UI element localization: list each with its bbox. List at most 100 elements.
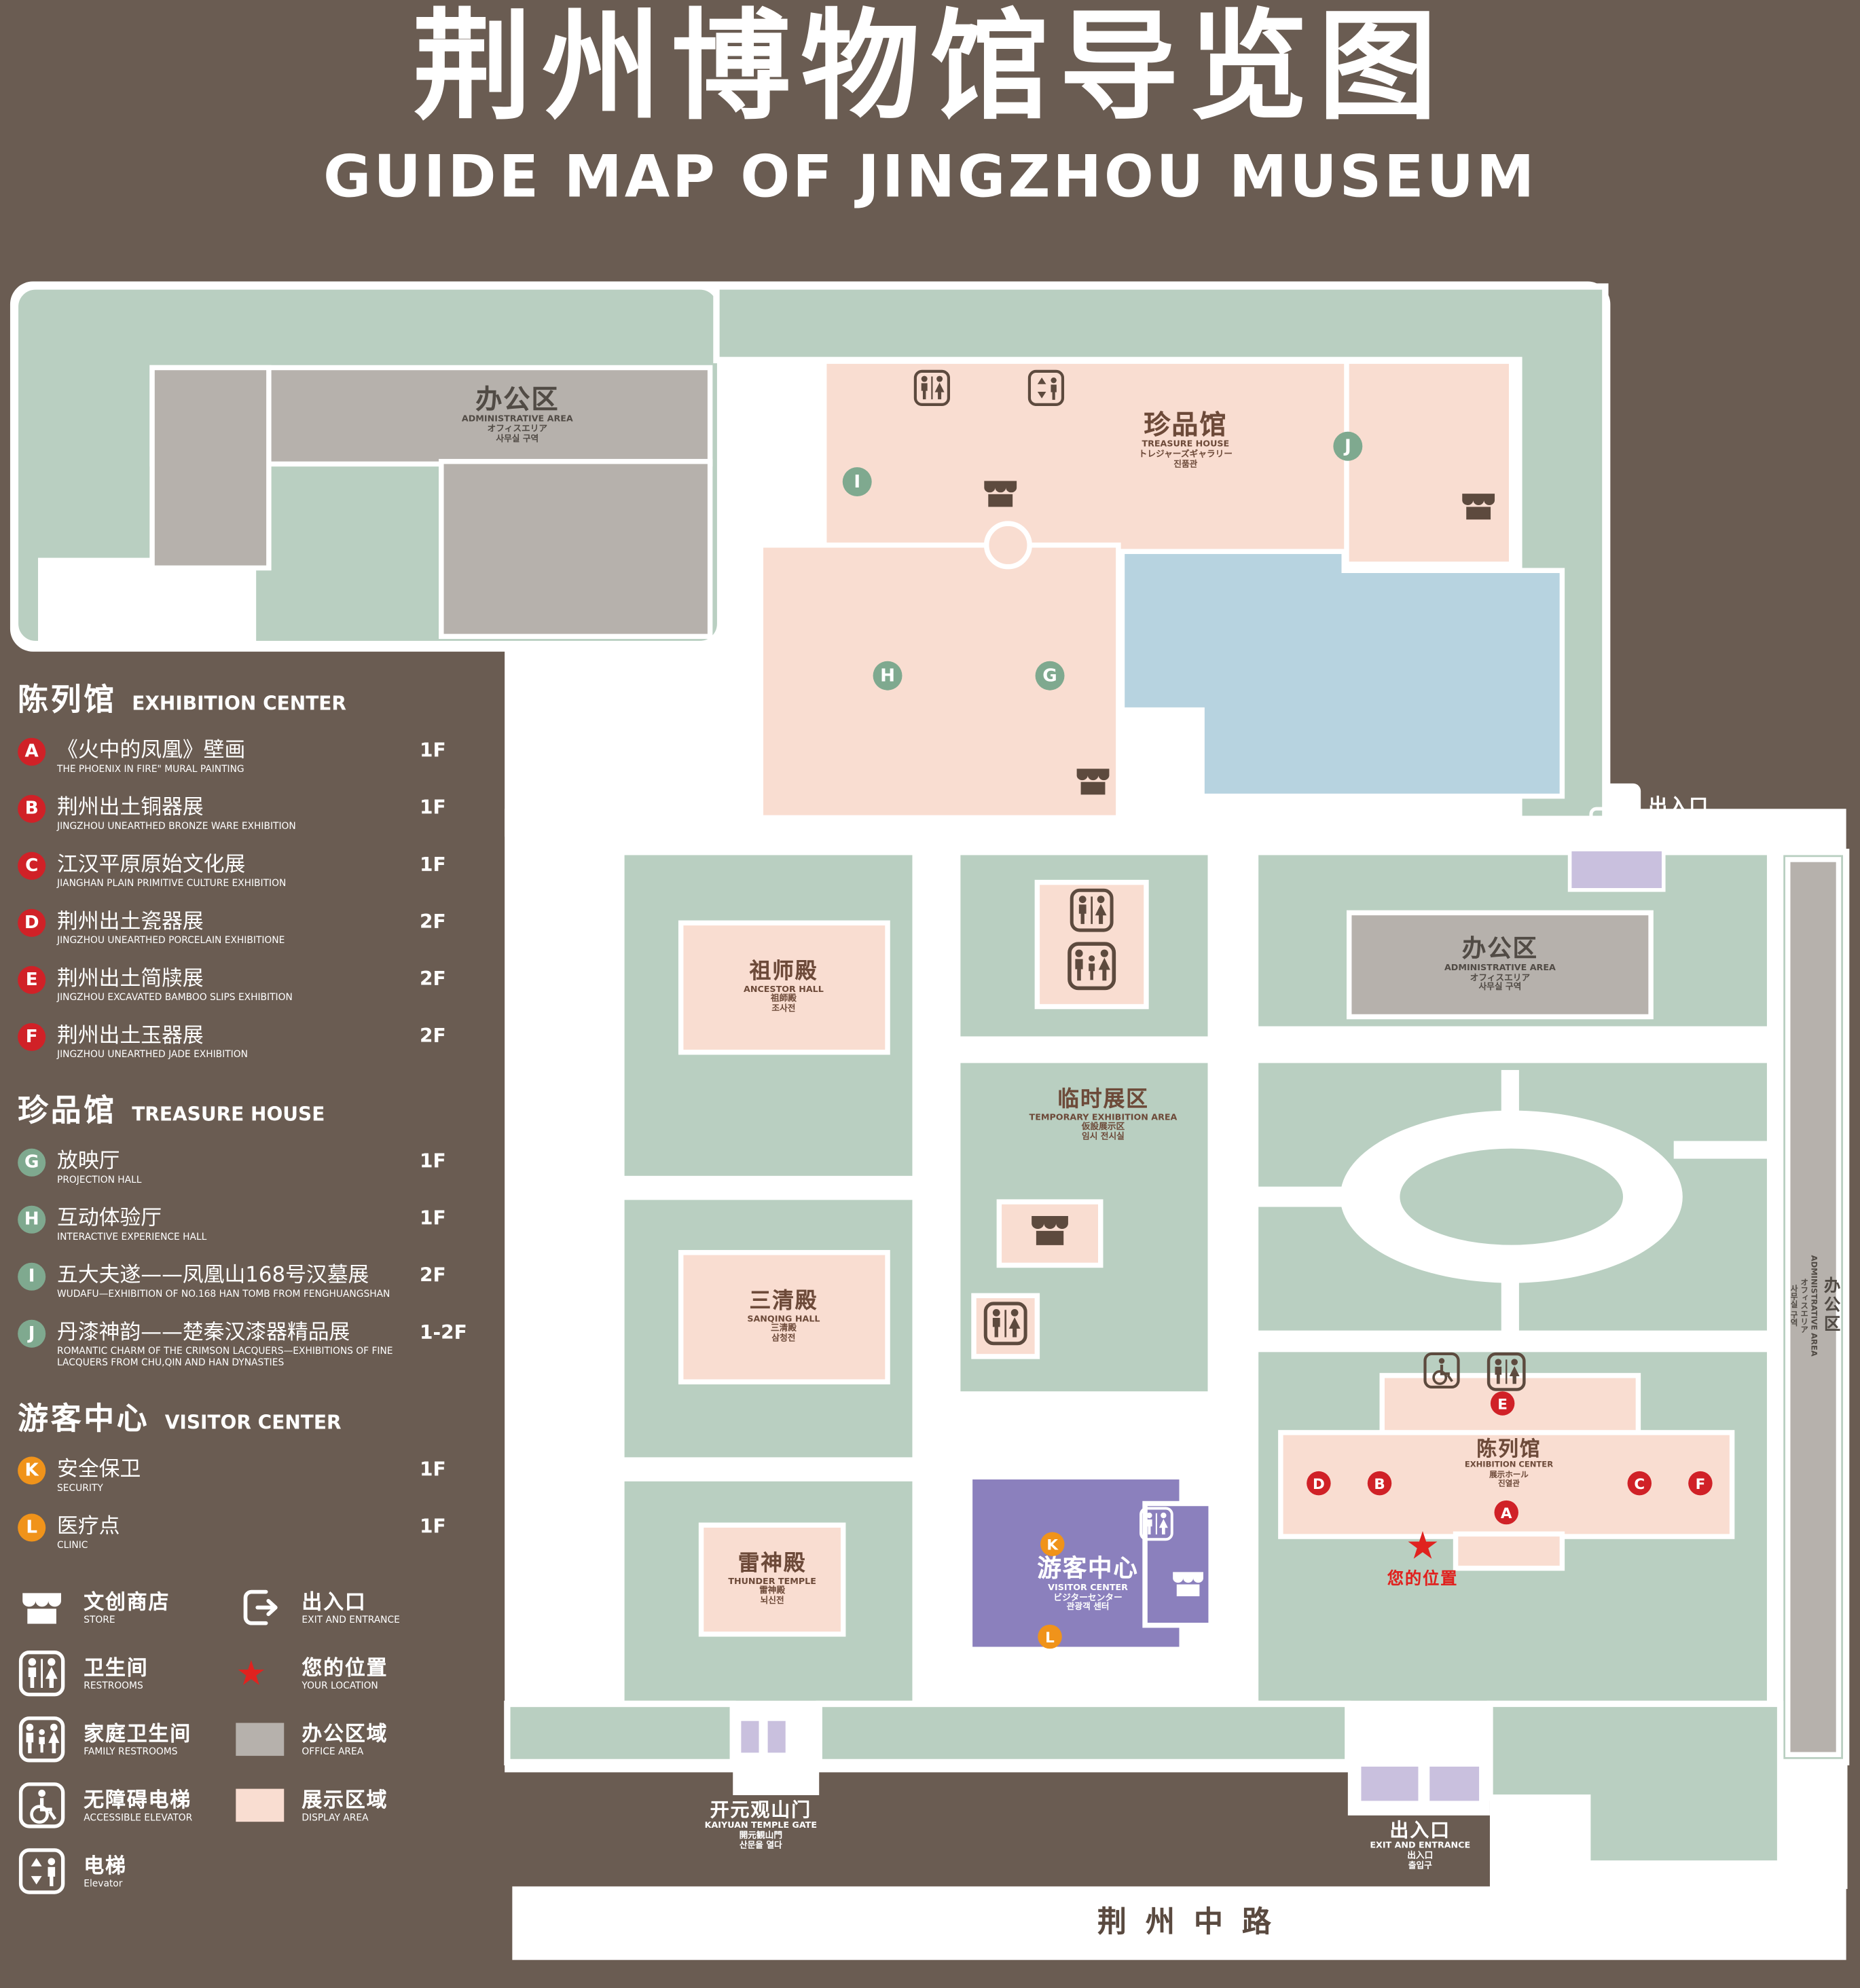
page-subtitle: GUIDE MAP OF JINGZHOU MUSEUM [323,142,1537,210]
badge-k: K [18,1456,46,1485]
exhibition-center-north-wing [1379,1373,1641,1442]
treasure-house-porch [983,521,1032,570]
green-zone-top-band [713,283,1609,822]
green-strip-bottom-2 [816,1700,1351,1766]
symbol-en: FAMILY RESTROOMS [84,1746,178,1757]
item-en: SECURITY [57,1481,103,1494]
badge-j: J [18,1319,46,1348]
item-zh: 五大夫遂——凤凰山168号汉墓展 [57,1262,369,1287]
symbol-en: EXIT AND ENTRANCE [302,1613,400,1625]
page-title: 荆州博物馆导览图 [412,0,1448,137]
admin-top-left-leg [149,365,272,571]
treasure-house-east [1344,358,1514,567]
location-star-icon: ★ [236,1653,267,1693]
symbol-zh: 卫生间 [84,1655,149,1680]
item-en: PROJECTION HALL [57,1174,142,1185]
legend-symbol-key: 文创商店 STORE 出入口 EXIT AND ENTRANCE 卫生间 RES… [18,1583,502,1895]
legend-section-exhibition-center: 陈列馆 EXHIBITION CENTER [18,674,502,718]
legend-section-visitor-center: 游客中心 VISITOR CENTER [18,1393,502,1437]
badge-e: E [18,965,46,994]
legend-item-d: D 荆州出土瓷器展 JINGZHOU UNEARTHED PORCELAIN E… [18,908,502,946]
item-en: THE PHOENIX IN FIRE" MURAL PAINTING [57,763,244,775]
symbol-en: DISPLAY AREA [302,1811,369,1824]
badge-i: I [18,1262,46,1291]
item-floor: 2F [420,1024,446,1048]
item-zh: 荆州出土铜器展 [57,794,204,820]
symbol-zh: 展示区域 [302,1787,388,1812]
item-zh: 江汉平原原始文化展 [57,851,246,877]
symbol-zh: 无障碍电梯 [84,1787,192,1812]
item-floor: 2F [420,1264,446,1287]
restroom-icon [18,1649,66,1697]
legend-item-j: J 丹漆神韵——楚秦汉漆器精品展 ROMANTIC CHARM OF THE C… [18,1319,502,1368]
symbol-zh: 办公区域 [302,1721,388,1746]
item-zh: 互动体验厅 [57,1205,162,1230]
item-zh: 医疗点 [57,1513,120,1538]
legend-item-f: F 荆州出土玉器展 JINGZHOU UNEARTHED JADE EXHIBI… [18,1022,502,1060]
admin-right-strip [1785,857,1842,1757]
walkway-notch [38,557,257,644]
legend-symbol-store: 文创商店 STORE [18,1583,236,1632]
exit-icon [236,1583,284,1632]
item-en: JIANGHAN PLAIN PRIMITIVE CULTURE EXHIBIT… [57,877,287,889]
item-en: JINGZHOU EXCAVATED BAMBOO SLIPS EXHIBITI… [57,991,293,1003]
item-zh: 荆州出土简牍展 [57,965,204,991]
item-zh: 安全保卫 [57,1456,141,1481]
garden-paths [1255,1069,1770,1331]
symbol-en: Elevator [84,1877,123,1890]
symbol-en: STORE [84,1613,115,1625]
legend-symbol-accessible-elevator: 无障碍电梯 ACCESSIBLE ELEVATOR [18,1781,236,1829]
symbol-zh: 家庭卫生间 [84,1721,192,1746]
legend-symbol-display-area: 展示区域 DISPLAY AREA [236,1781,489,1829]
legend-symbol-restrooms: 卫生间 RESTROOMS [18,1649,236,1697]
symbol-zh: 您的位置 [302,1655,388,1680]
symbol-en: RESTROOMS [84,1680,143,1691]
family-restroom-icon [18,1715,66,1763]
badge-a: A [18,737,46,766]
green-strip-bottom-3 [1487,1700,1784,1867]
accessible-elevator-icon [18,1781,66,1829]
garden-island [1400,1148,1624,1245]
entrance-blocks [737,847,1666,1805]
badge-g: G [18,1148,46,1177]
symbol-zh: 电梯 [84,1853,127,1878]
exhibition-center-south-tab [1453,1531,1565,1571]
legend-item-a: A 《火中的凤凰》壁画 THE PHOENIX IN FIRE" MURAL P… [18,737,502,775]
display-area-swatch [236,1788,285,1822]
item-floor: 2F [420,967,446,991]
office-area-swatch [236,1723,285,1756]
item-en: JINGZHOU UNEARTHED JADE EXHIBITION [57,1048,248,1060]
exhibition-center-main [1278,1430,1735,1539]
item-en: INTERACTIVE EXPERIENCE HALL [57,1231,207,1242]
symbol-en: OFFICE AREA [302,1746,364,1757]
item-en: ROMANTIC CHARM OF THE CRIMSON LACQUERS—E… [57,1345,393,1368]
elevator-icon [18,1847,66,1896]
legend-symbol-exit: 出入口 EXIT AND ENTRANCE [236,1583,489,1632]
sanqing-hall-building [678,1250,890,1384]
item-floor: 1F [420,1207,446,1230]
section-title-zh: 珍品馆 [18,1092,117,1128]
store-icon [18,1583,66,1632]
legend-sidebar: 陈列馆 EXHIBITION CENTER A 《火中的凤凰》壁画 THE PH… [18,674,502,1895]
treasure-house-south [758,542,1121,821]
item-en: WUDAFU—EXHIBITION OF NO.168 HAN TOMB FRO… [57,1288,390,1300]
item-floor: 1F [420,739,446,762]
legend-symbol-your-location: ★ 您的位置 YOUR LOCATION [236,1649,489,1697]
item-floor: 1-2F [420,1321,467,1344]
legend-symbol-family-restrooms: 家庭卫生间 FAMILY RESTROOMS [18,1715,236,1763]
badge-h: H [18,1205,46,1234]
item-en: JINGZHOU UNEARTHED PORCELAIN EXHIBITIONE [57,934,285,946]
item-zh: 荆州出土瓷器展 [57,908,204,934]
item-floor: 1F [420,853,446,877]
section-title-en: TREASURE HOUSE [132,1103,325,1126]
office-buildings [149,365,1842,1757]
item-zh: 放映厅 [57,1148,120,1173]
legend-item-g: G 放映厅 PROJECTION HALL 1F [18,1147,502,1185]
green-strip-bottom-1 [504,1700,736,1766]
legend-item-i: I 五大夫遂——凤凰山168号汉墓展 WUDAFU—EXHIBITION OF … [18,1262,502,1300]
admin-mid-building [1346,910,1654,1020]
visitor-center-building [967,1474,1214,1652]
item-en: JINGZHOU UNEARTHED BRONZE WARE EXHIBITIO… [57,820,296,832]
